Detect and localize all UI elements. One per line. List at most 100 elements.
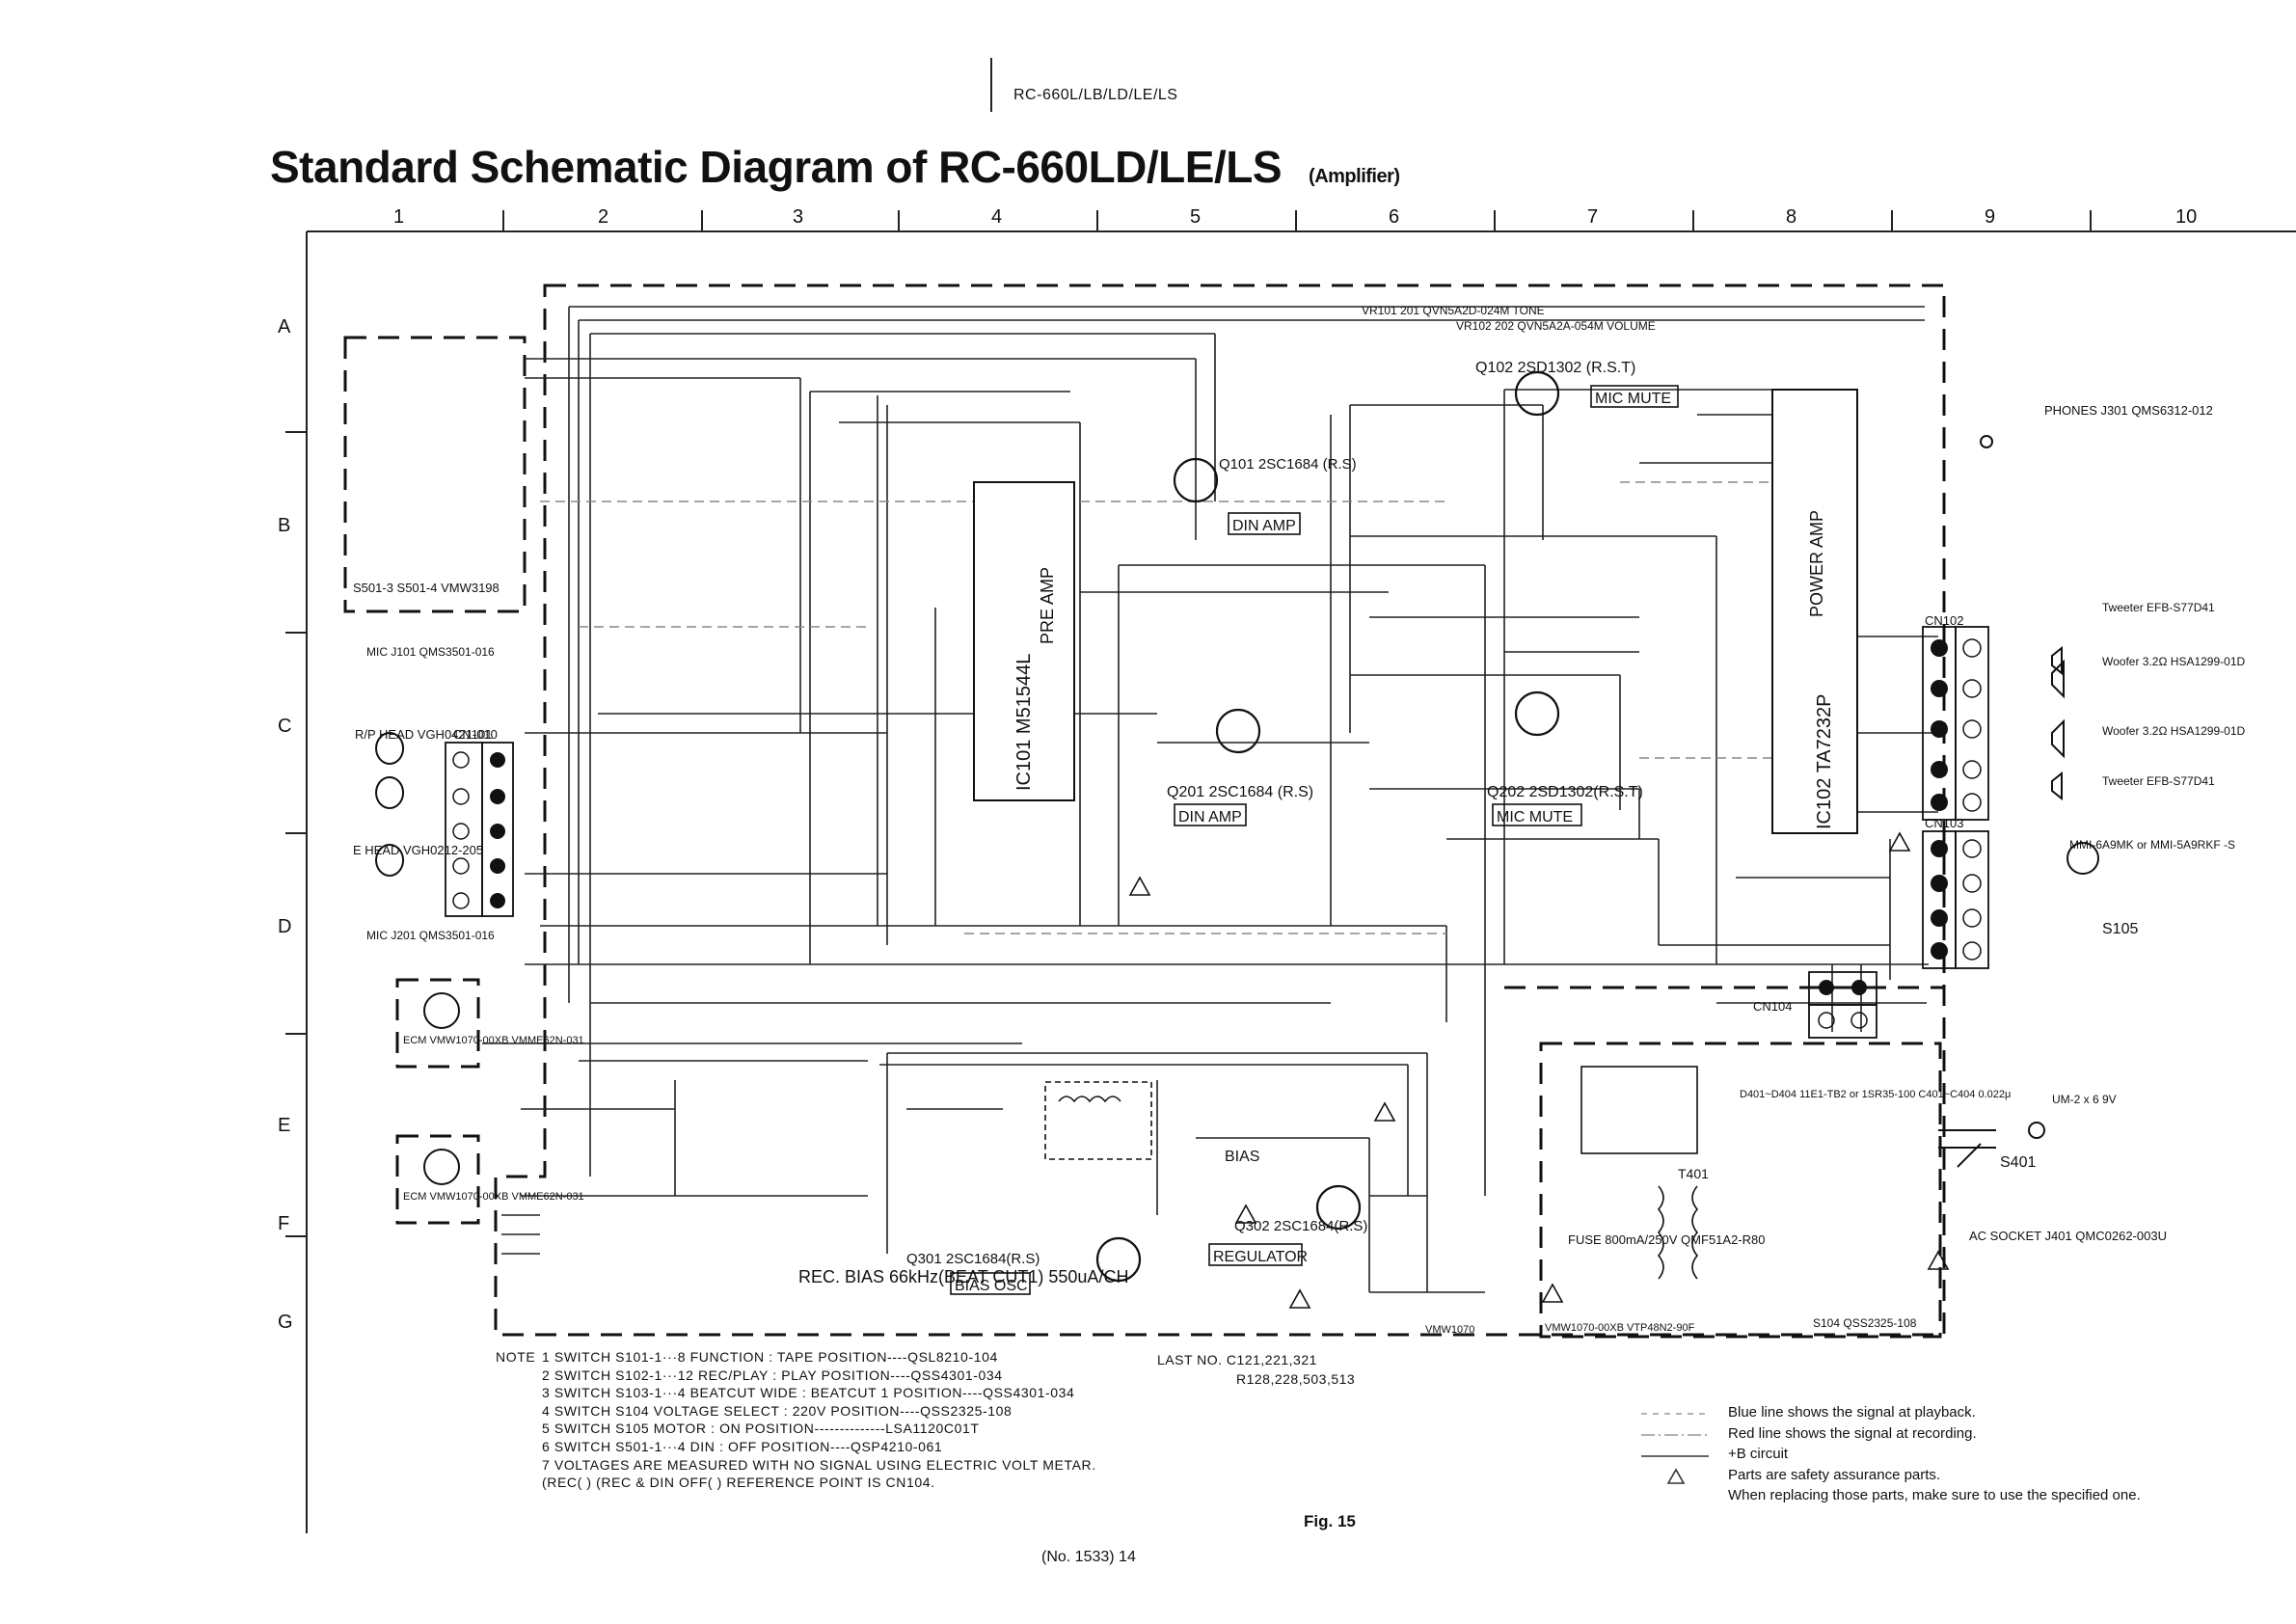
ecm-1-icon xyxy=(423,992,460,1029)
tweeter-1-label: Tweeter EFB-S77D41 xyxy=(2102,601,2215,614)
q202-label: Q202 2SD1302(R.S.T) xyxy=(1487,784,1643,800)
last-no-line-2: R128,228,503,513 xyxy=(1236,1371,1356,1387)
grid-row-d: D xyxy=(278,916,292,937)
phones-label: PHONES J301 QMS6312-012 xyxy=(2044,403,2213,418)
grid-col-7: 7 xyxy=(1587,206,1599,228)
legend-item-playback: Blue line shows the signal at playback. xyxy=(1728,1404,1976,1421)
grid-row-f: F xyxy=(278,1213,290,1234)
q301-icon xyxy=(1095,1236,1142,1283)
rp-head-icon xyxy=(375,732,405,809)
d401-label: D401~D404 11E1-TB2 or 1SR35-100 C401~C40… xyxy=(1740,1089,2011,1100)
battery-icon xyxy=(2028,1122,2045,1139)
switch-s401-icon xyxy=(1938,1129,1996,1168)
vr-volume-label: VR102 202 QVN5A2A-054M VOLUME xyxy=(1456,319,1656,333)
rp-head-label: R/P HEAD VGH0421-010 xyxy=(355,727,498,742)
note-item: 5 SWITCH S105 MOTOR : ON POSITION-------… xyxy=(542,1421,980,1437)
fuse-label: FUSE 800mA/250V QMF51A2-R80 xyxy=(1568,1232,1765,1247)
model-tag: RC-660L/LB/LD/LE/LS xyxy=(990,58,1214,112)
grid-col-9: 9 xyxy=(1985,206,1996,228)
left-input-symbols xyxy=(375,435,2099,1185)
grid-row-e: E xyxy=(278,1115,291,1136)
note-item: 3 SWITCH S103-1···4 BEATCUT WIDE : BEATC… xyxy=(542,1385,1075,1401)
legend-line-samples xyxy=(1641,1413,1709,1484)
mic-j101-label: MIC J101 QMS3501-016 xyxy=(366,645,495,659)
s401-label: S401 xyxy=(2000,1154,2036,1171)
q302-label: Q302 2SC1684(R.S) xyxy=(1234,1218,1367,1234)
s104-label: S104 QSS2325-108 xyxy=(1813,1316,1917,1330)
ic101-label: IC101 M51544L xyxy=(1013,654,1035,791)
woofer-2-label: Woofer 3.2Ω HSA1299-01D xyxy=(2102,724,2245,738)
legend-item-b-circuit: +B circuit xyxy=(1728,1446,1789,1462)
ecm-2-icon xyxy=(423,1149,460,1185)
signal-path-lines xyxy=(540,481,1813,934)
title-text: Standard Schematic Diagram of RC-660LD/L… xyxy=(270,142,1283,192)
ecm-1-label: ECM VMW1070-00XB VMME62N-031 xyxy=(403,1035,584,1046)
note-item: 4 SWITCH S104 VOLTAGE SELECT : 220V POSI… xyxy=(542,1402,1013,1419)
mic-mute-2-label: MIC MUTE xyxy=(1497,809,1573,826)
grid-row-g: G xyxy=(278,1312,293,1333)
legend-item-recording: Red line shows the signal at recording. xyxy=(1728,1424,1977,1442)
note-item: 7 VOLTAGES ARE MEASURED WITH NO SIGNAL U… xyxy=(542,1456,1096,1473)
grid-col-4: 4 xyxy=(991,206,1003,228)
cn104-label: CN104 xyxy=(1753,999,1792,1014)
bias-label: BIAS xyxy=(1225,1149,1259,1165)
q102-icon xyxy=(1514,370,1560,417)
notes-list: 1 SWITCH S101-1···8 FUNCTION : TAPE POSI… xyxy=(542,1348,1294,1492)
note-item: (REC( ) (REC & DIN OFF( ) REFERENCE POIN… xyxy=(542,1475,935,1491)
function-boxes xyxy=(950,385,1679,1295)
woofer-1-icon xyxy=(2051,659,2065,699)
tweeter-2-label: Tweeter EFB-S77D41 xyxy=(2102,774,2215,788)
ic102-label: IC102 TA7232P xyxy=(1814,694,1835,829)
ic-blocks xyxy=(973,389,1858,834)
grid-col-3: 3 xyxy=(793,206,804,228)
connector-sockets xyxy=(452,638,1982,1029)
ic102-block xyxy=(1771,389,1858,834)
q101-icon xyxy=(1173,457,1219,503)
vr-tone-label: VR101 201 QVN5A2D-024M TONE xyxy=(1362,304,1545,317)
e-head-label: E HEAD VGH0212-205 xyxy=(353,843,483,857)
cn101-label: CN101 xyxy=(453,727,492,742)
grid-col-5: 5 xyxy=(1190,206,1202,228)
q201-icon xyxy=(1215,708,1261,754)
vmw1070-2-label: VMW1070-00XB VTP48N2-90F xyxy=(1545,1322,1695,1334)
note-item: 6 SWITCH S501-1···4 DIN : OFF POSITION--… xyxy=(542,1438,943,1454)
bias-osc-coil xyxy=(1044,1081,1152,1160)
grid-row-b: B xyxy=(278,515,291,536)
mic-j201-label: MIC J201 QMS3501-016 xyxy=(366,929,495,942)
note-item: 2 SWITCH S102-1···12 REC/PLAY : PLAY POS… xyxy=(542,1367,1003,1383)
page-title: Standard Schematic Diagram of RC-660LD/L… xyxy=(270,141,1400,193)
rec-bias-label: REC. BIAS 66kHz(BEAT CUT1) 550uA/CH xyxy=(798,1267,1128,1286)
safety-triangles xyxy=(1128,831,1950,1309)
cn102-label: CN102 xyxy=(1925,613,1963,628)
title-subtitle: (Amplifier) xyxy=(1309,166,1400,187)
motor-label: MMI-6A9MK or MMI-5A9RKF -S xyxy=(2069,838,2235,852)
grid-row-a: A xyxy=(278,316,291,338)
last-no: LAST NO. C121,221,321 R128,228,503,513 xyxy=(1157,1350,1355,1389)
signal-wiring xyxy=(482,306,1938,1293)
ic101-block xyxy=(973,481,1075,801)
grid-col-2: 2 xyxy=(598,206,609,228)
q301-label: Q301 2SC1684(R.S) xyxy=(906,1251,1040,1267)
grid-col-8: 8 xyxy=(1786,206,1797,228)
woofer-2-icon xyxy=(2051,718,2065,759)
ac-socket-label: AC SOCKET J401 QMC0262-003U xyxy=(1969,1229,2167,1243)
pre-amp-label: PRE AMP xyxy=(1038,567,1057,644)
q202-icon xyxy=(1514,690,1560,737)
bias-osc-label: BIAS OSC xyxy=(955,1278,1028,1294)
grid-frame xyxy=(285,210,2296,1533)
cn103-label: CN103 xyxy=(1925,816,1963,830)
battery-label: UM-2 x 6 9V xyxy=(2052,1093,2117,1106)
phones-jack-icon xyxy=(1980,435,1993,448)
q101-label: Q101 2SC1684 (R.S) xyxy=(1219,456,1357,473)
connector-pins xyxy=(490,639,1948,995)
vmw1070-1-label: VMW1070 xyxy=(1425,1324,1474,1336)
q302-icon xyxy=(1315,1184,1362,1231)
figure-caption: Fig. 15 xyxy=(1304,1512,1356,1530)
connector-blocks xyxy=(445,626,1989,1039)
q102-label: Q102 2SD1302 (R.S.T) xyxy=(1475,360,1635,376)
din-amp-1-label: DIN AMP xyxy=(1232,518,1296,534)
ecm-2-label: ECM VMW1070-00XB VMME62N-031 xyxy=(403,1191,584,1203)
s105-label: S105 xyxy=(2102,921,2138,937)
transistor-symbols xyxy=(1095,370,1560,1283)
